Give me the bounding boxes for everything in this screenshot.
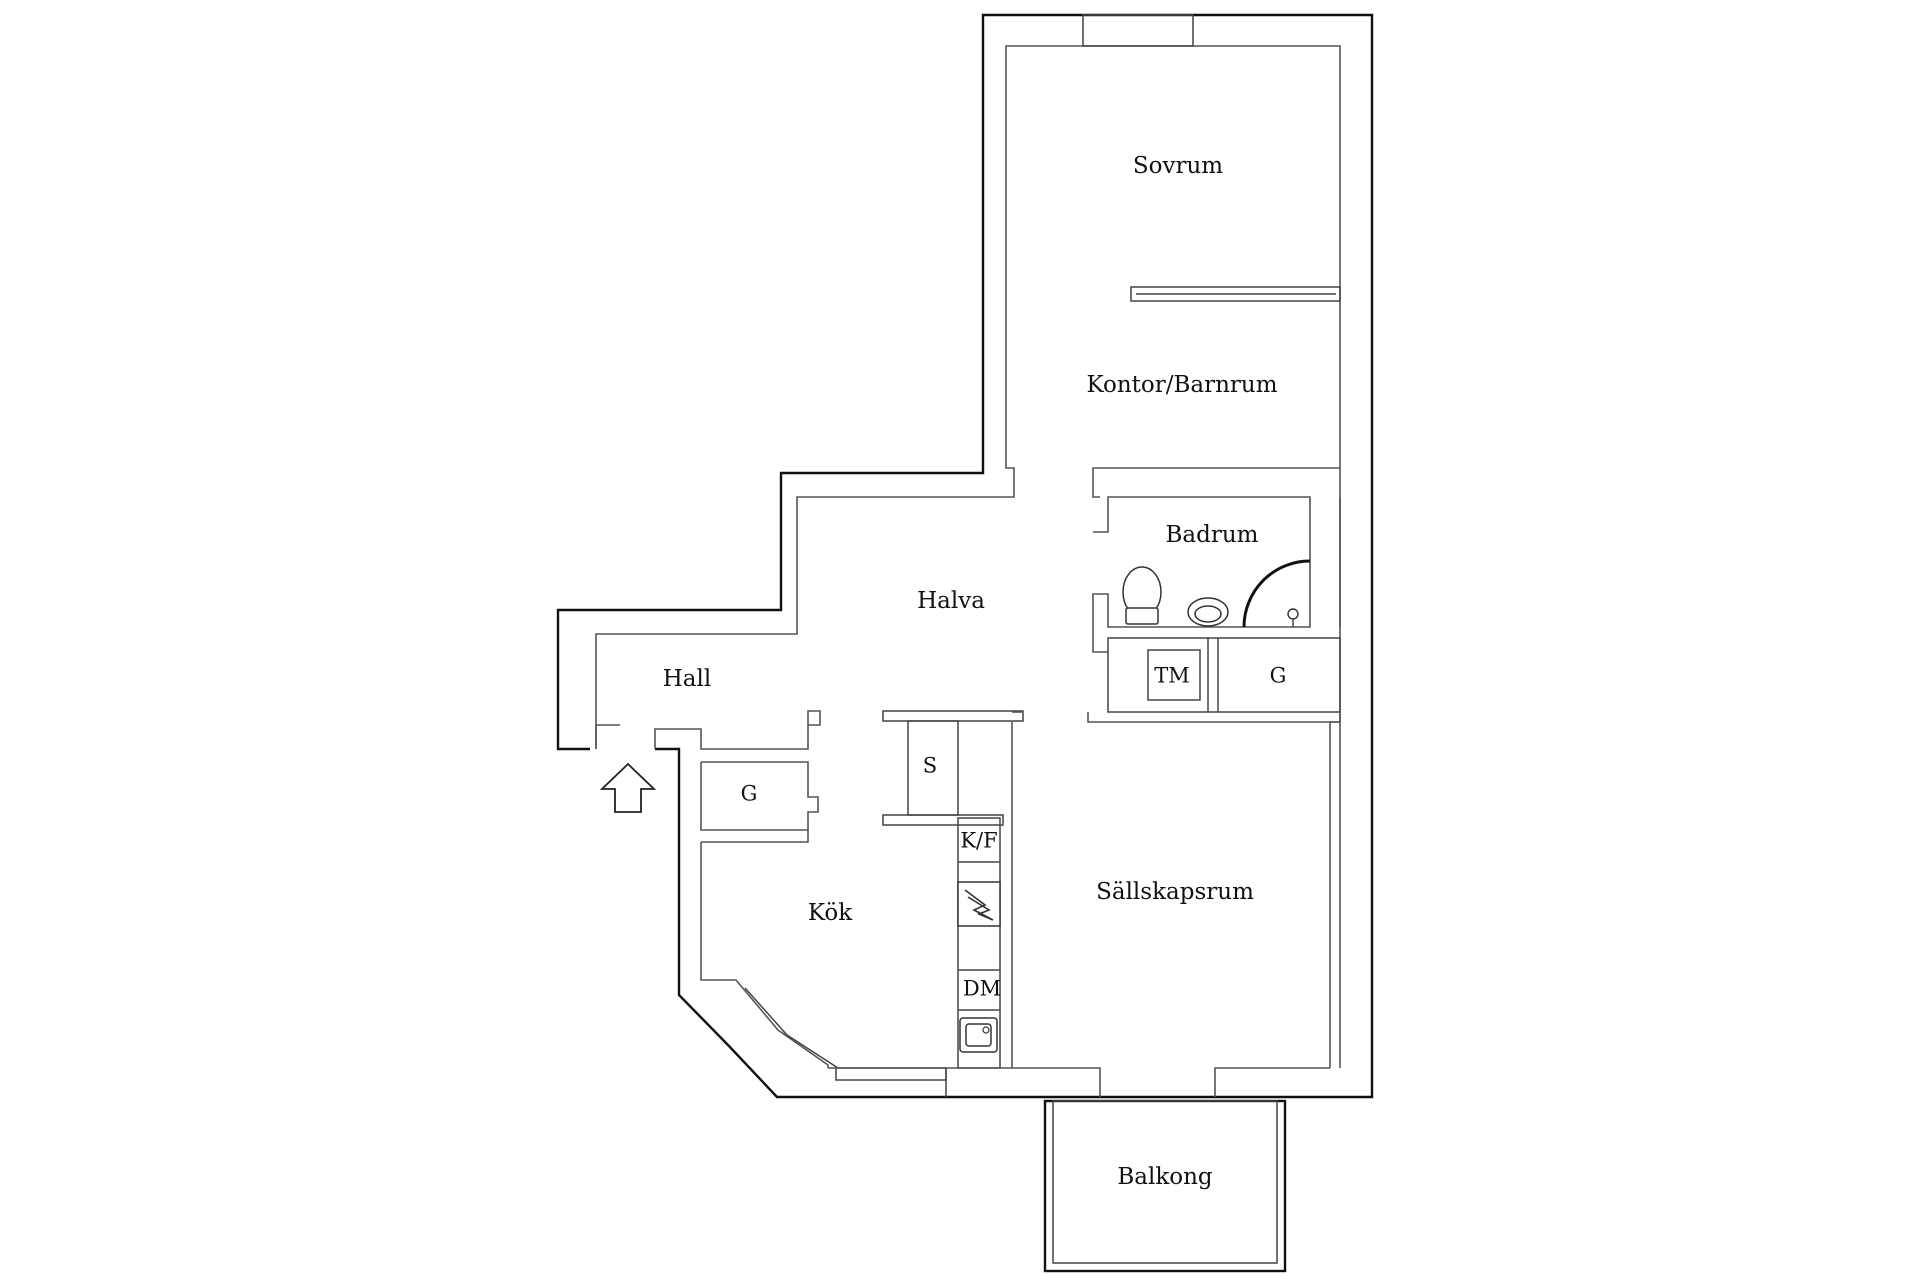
stove-symbol <box>964 889 994 921</box>
hall-lower-wall <box>595 724 620 749</box>
bathroom-wall <box>1092 496 1311 653</box>
top-window <box>1082 14 1194 47</box>
sink-basin <box>965 1023 992 1047</box>
bedroom-partition <box>1130 286 1341 302</box>
kitchen-top-wall <box>701 830 809 843</box>
fixture-label-garderob-bad: G <box>1270 664 1287 688</box>
entrance-arrow-icon <box>599 762 657 813</box>
storage-bottom-wall <box>1087 712 1340 723</box>
fixture-label-garderob-hall: G <box>741 782 758 806</box>
room-label-badrum: Badrum <box>1166 522 1259 548</box>
kitchen-bay <box>744 987 839 1069</box>
hall-closet-wall <box>654 710 821 750</box>
outer-wall-inner <box>595 45 1341 749</box>
room-label-balkong: Balkong <box>1117 1164 1213 1190</box>
fixture-label-kylfrys: K/F <box>960 829 997 853</box>
outer-wall <box>556 13 1374 1099</box>
living-right-inner <box>1329 712 1341 1068</box>
room-label-sallskapsrum: Sällskapsrum <box>1096 879 1254 905</box>
shower-head <box>1287 608 1299 620</box>
room-label-sovrum: Sovrum <box>1133 153 1223 179</box>
room-label-hall: Hall <box>663 666 711 692</box>
kitchen-window <box>835 1067 947 1081</box>
tm-box <box>1147 649 1201 701</box>
kitchen-closet <box>700 761 819 831</box>
room-label-kok: Kök <box>808 900 853 926</box>
pantry-frame <box>882 710 1024 722</box>
storage-row <box>1107 637 1341 713</box>
room-label-kontor: Kontor/Barnrum <box>1086 372 1277 398</box>
shower-icon <box>1242 559 1311 628</box>
kitchen-left-wall <box>700 842 829 1068</box>
washbasin-bowl <box>1194 605 1222 623</box>
balcony-inner <box>1052 1100 1278 1264</box>
room-label-halva: Halva <box>917 588 985 614</box>
living-bottom-wall <box>1214 1067 1330 1097</box>
living-left-wall <box>1011 722 1101 1097</box>
fixture-label-skap: S <box>923 754 937 778</box>
pantry-bottom <box>882 814 1004 826</box>
fixture-label-diskmaskin: DM <box>963 977 1001 1001</box>
sink-drain <box>982 1026 990 1034</box>
fixture-label-tvattmaskin: TM <box>1154 664 1190 688</box>
toilet-tank <box>1125 607 1159 625</box>
